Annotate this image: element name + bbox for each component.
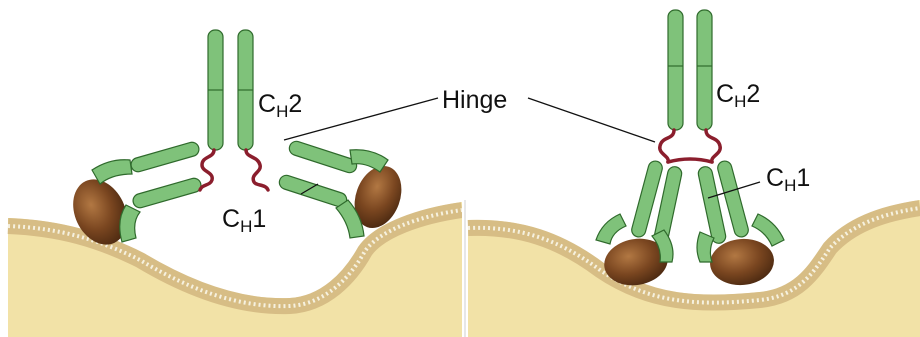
leader-lines	[284, 98, 760, 198]
right-antigen-2	[708, 236, 776, 287]
ch1-left-label: CH1	[222, 205, 266, 236]
ch2-left-label: CH2	[258, 90, 302, 121]
left-fc-domains	[208, 30, 253, 150]
hinge-label: Hinge	[442, 86, 507, 114]
right-panel	[468, 10, 920, 337]
left-panel	[8, 30, 462, 337]
ch2-right-label: CH2	[716, 80, 760, 111]
right-hinge	[660, 130, 720, 162]
ch1-right-label: CH1	[766, 164, 810, 195]
right-fc-domains	[668, 10, 712, 130]
right-cell-surface	[468, 200, 920, 337]
left-hinge	[200, 150, 268, 190]
